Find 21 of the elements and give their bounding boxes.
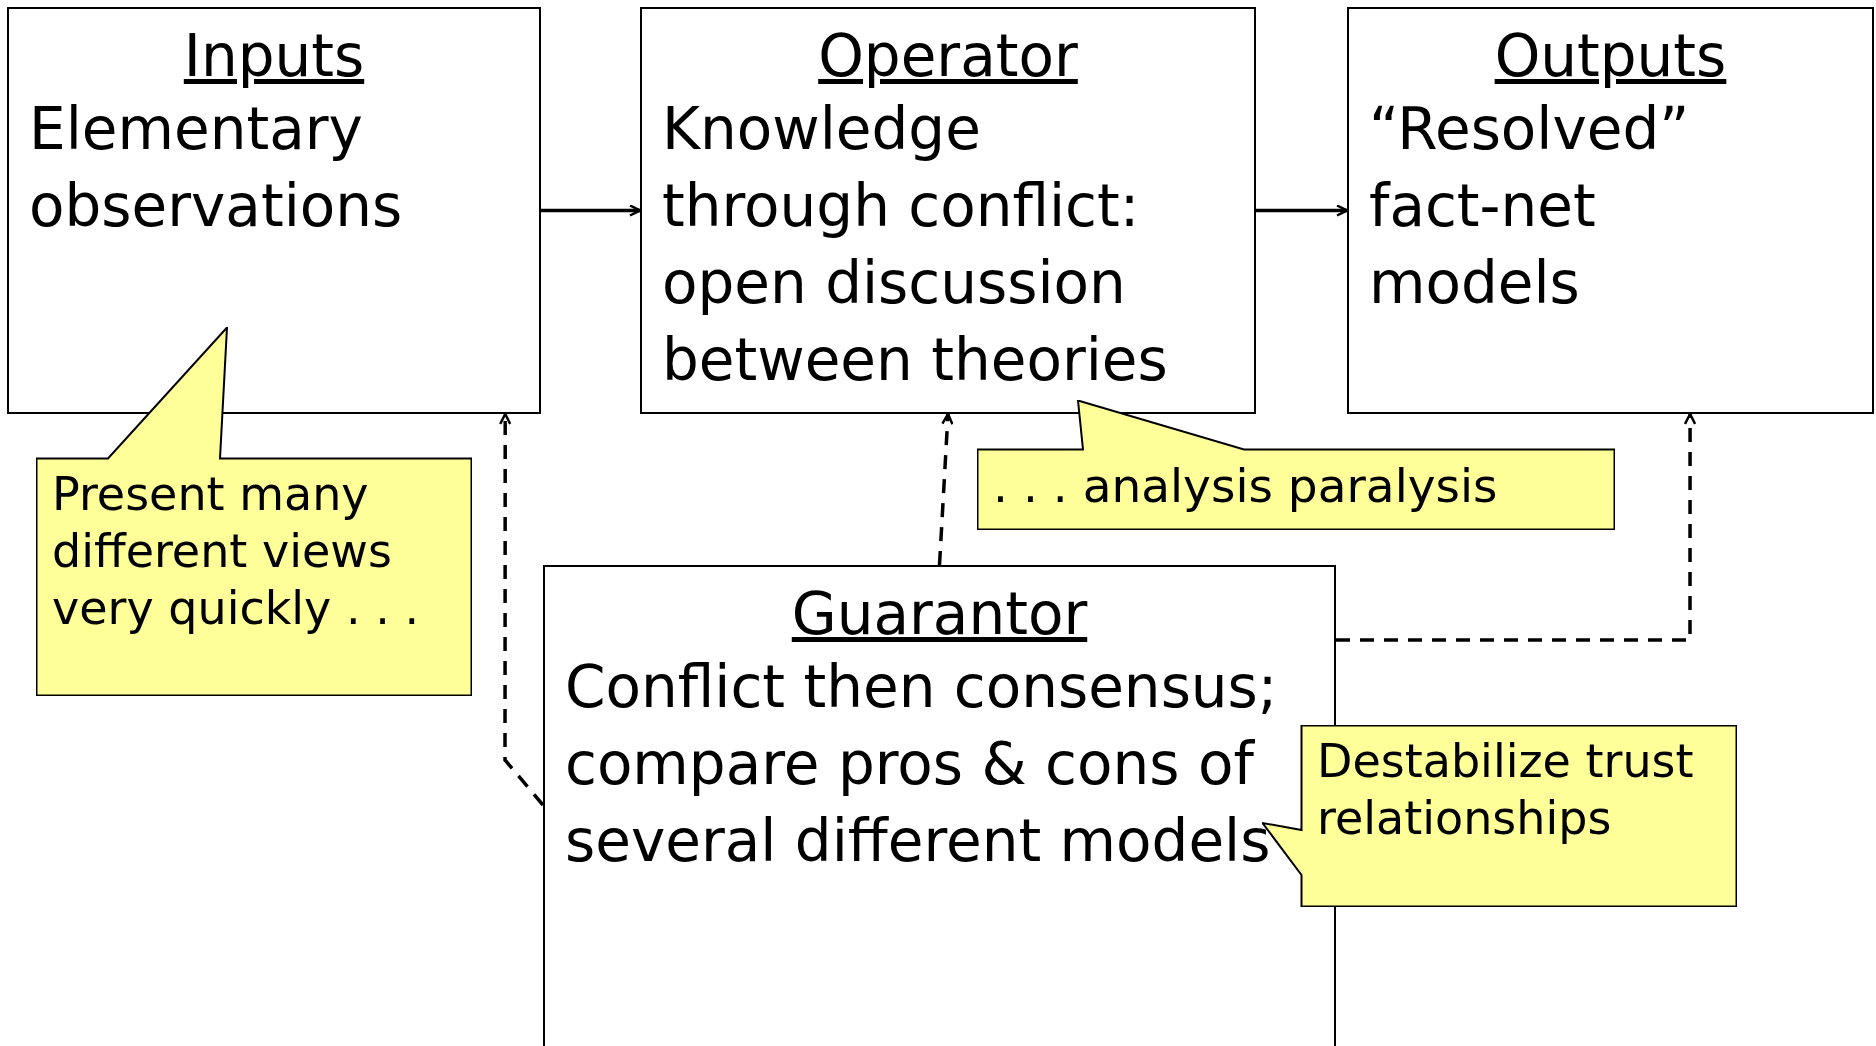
callout-text: Present many different views very quickly . . . [52, 466, 421, 637]
process-box [1347, 7, 1874, 414]
arrow [937, 412, 954, 566]
box-text: Elementary observations [29, 94, 404, 242]
box-text: Knowledge through conflict: open discussion between theories [662, 94, 1169, 396]
arrow [541, 204, 642, 217]
box-heading: Operator [818, 22, 1078, 90]
arrow [1336, 412, 1697, 642]
callout-text: . . . analysis paralysis [993, 457, 1499, 514]
box-text: Conflict then consensus; compare pros & cons of several different models [565, 652, 1279, 877]
callout [977, 400, 1615, 530]
callout-text: Destabilize trust relationships [1317, 733, 1695, 847]
arrow [1256, 204, 1349, 217]
box-heading: Outputs [1494, 22, 1727, 90]
arrow [498, 412, 545, 807]
box-heading: Guarantor [791, 580, 1088, 648]
box-text: “Resolved” fact-net models [1369, 94, 1691, 319]
callout [36, 327, 472, 696]
box-heading: Inputs [183, 22, 365, 90]
process-box [640, 7, 1256, 414]
process-box [7, 7, 541, 414]
